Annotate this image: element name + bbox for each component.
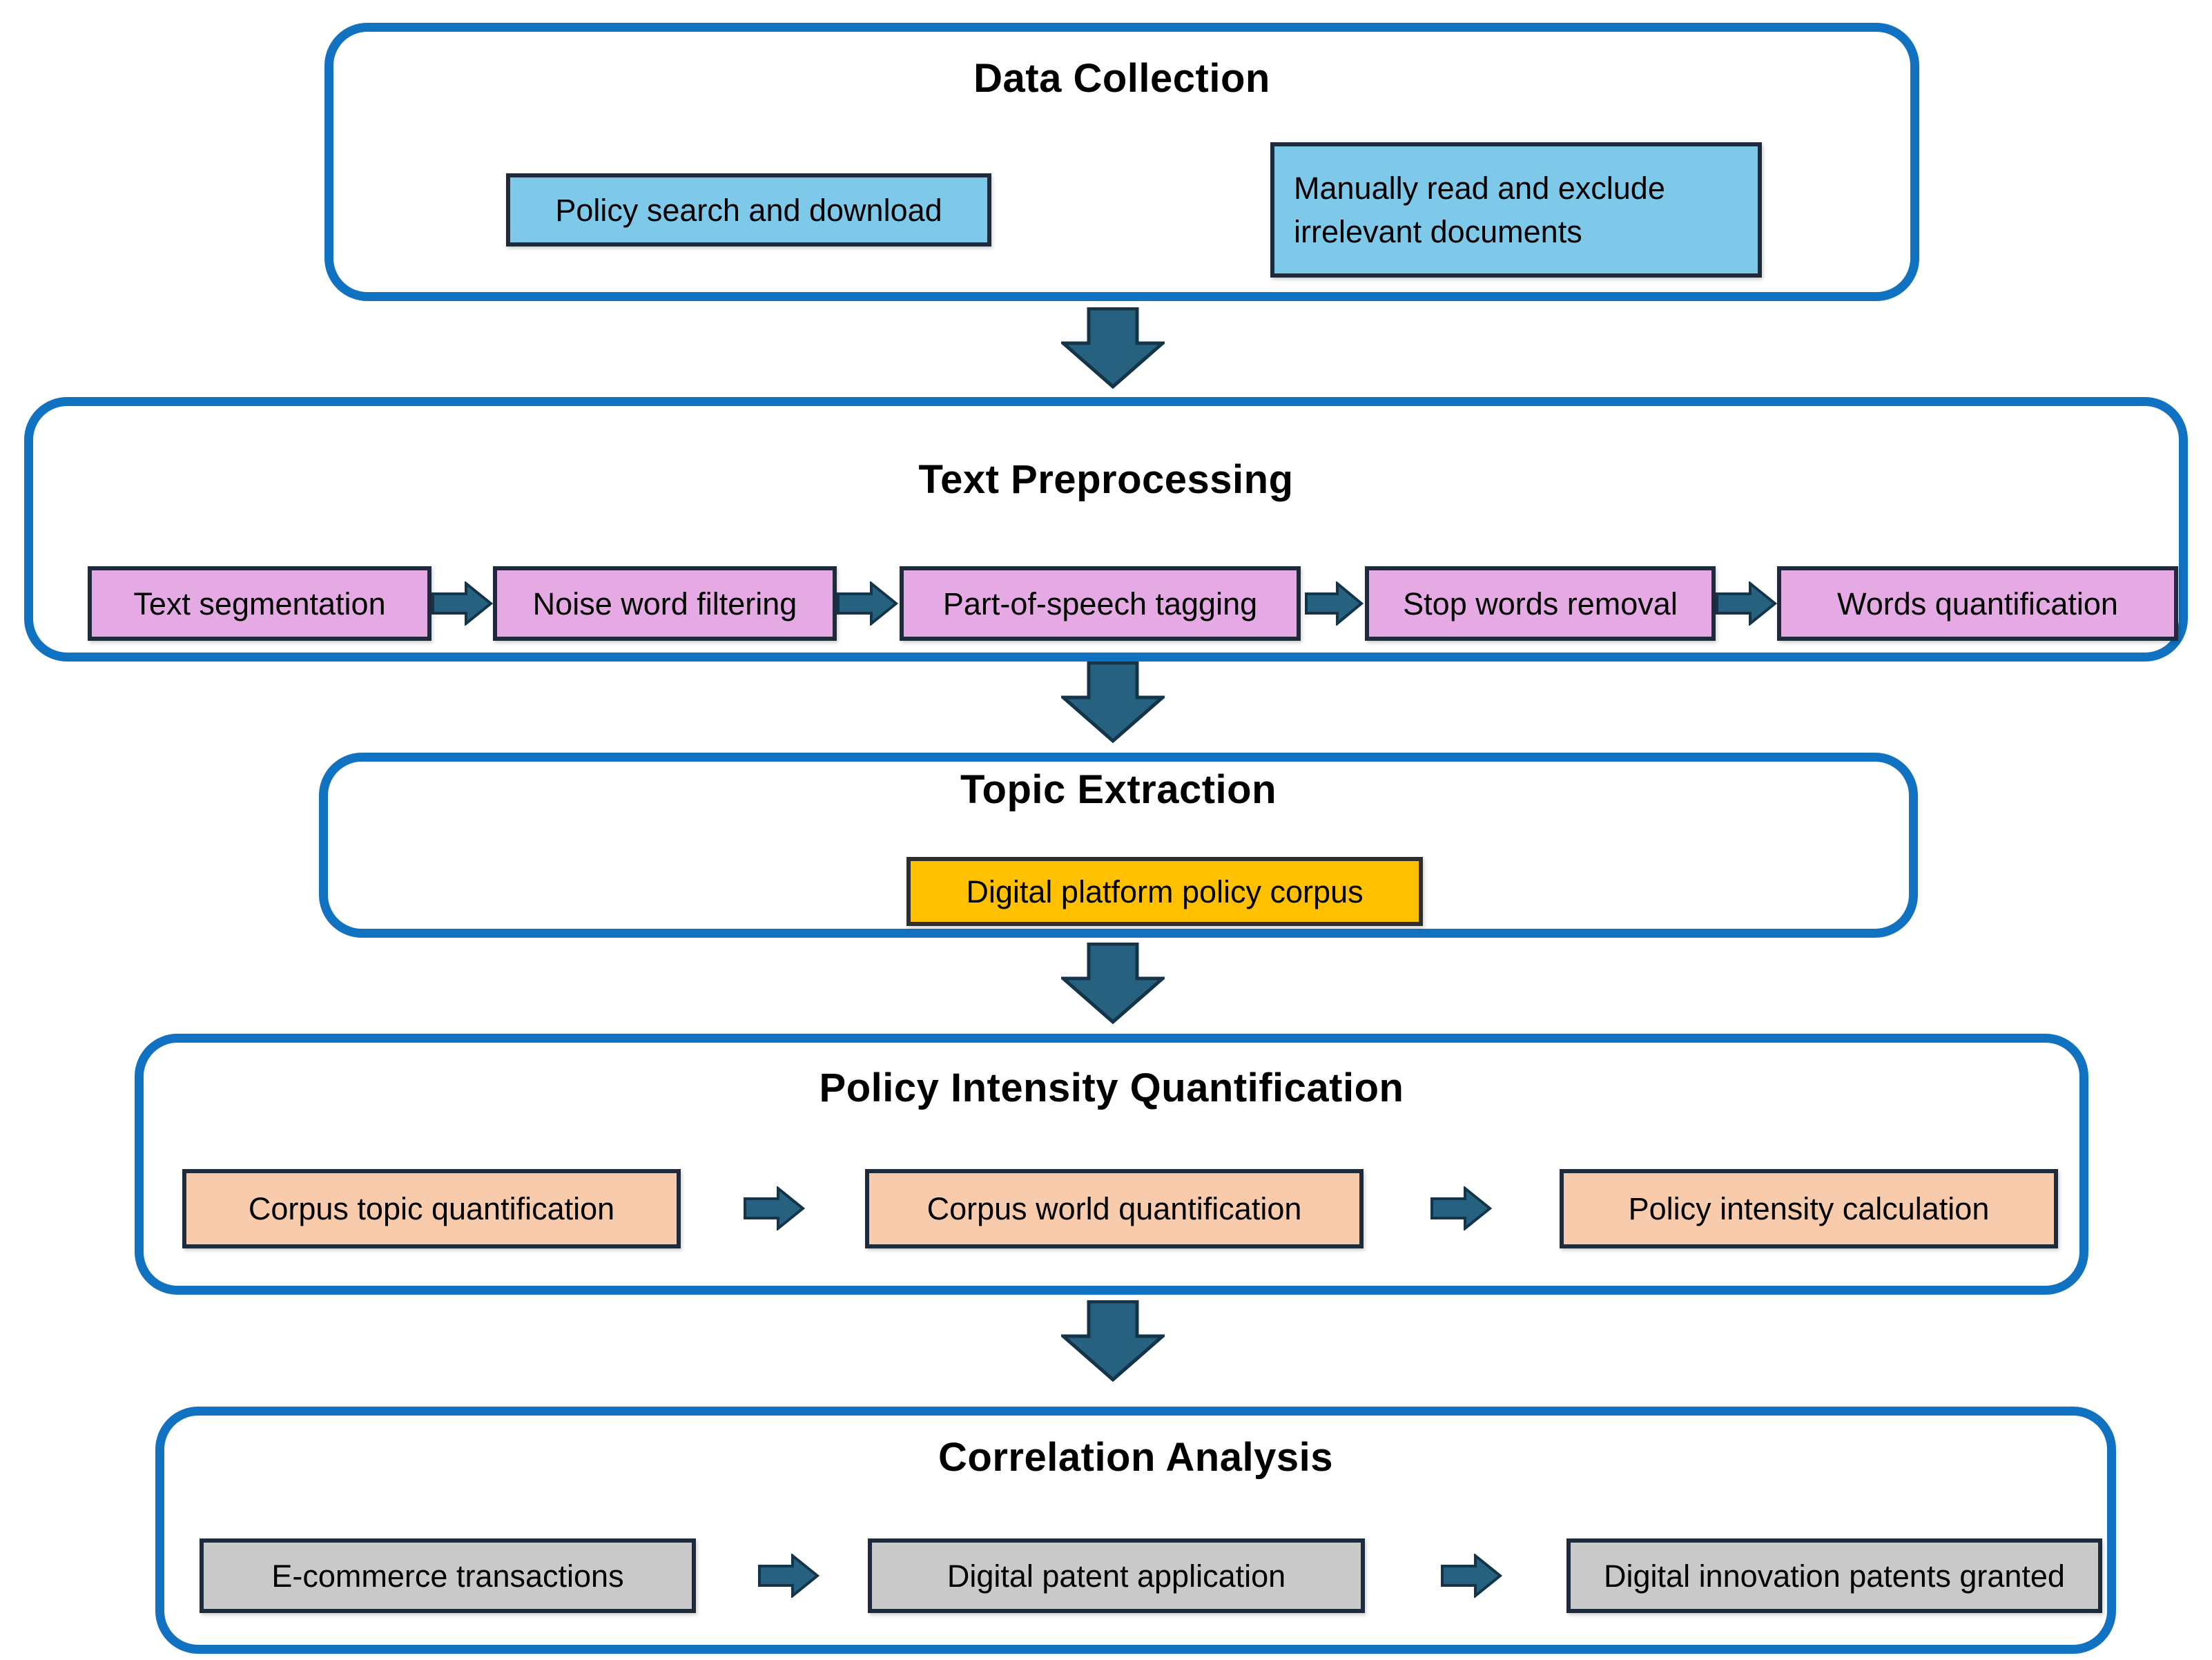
section-text-preprocessing: Text Preprocessing Text segmentation Noi… xyxy=(24,397,2188,662)
box-label: Corpus topic quantification xyxy=(248,1191,615,1226)
box-corpus-world-quantification: Corpus world quantification xyxy=(865,1169,1364,1248)
box-digital-patent-application: Digital patent application xyxy=(868,1538,1365,1613)
down-arrow-icon xyxy=(1061,943,1165,1024)
box-text-segmentation: Text segmentation xyxy=(88,566,431,641)
box-label: Manually read and exclude irrelevant doc… xyxy=(1294,171,1665,249)
box-label: Part-of-speech tagging xyxy=(942,586,1258,621)
box-label: Text segmentation xyxy=(133,586,386,621)
section-title: Policy Intensity Quantification xyxy=(819,1065,1404,1110)
box-label: E-commerce transactions xyxy=(271,1558,624,1594)
right-arrow-icon xyxy=(431,581,493,626)
right-arrow-icon xyxy=(744,1186,805,1230)
section-correlation-analysis: Correlation Analysis E-commerce transact… xyxy=(155,1407,2116,1654)
box-digital-platform-policy-corpus: Digital platform policy corpus xyxy=(906,857,1423,926)
box-label: Stop words removal xyxy=(1403,586,1678,621)
right-arrow-icon xyxy=(1441,1554,1502,1598)
section-policy-intensity-quantification: Policy Intensity Quantification Corpus t… xyxy=(135,1034,2088,1295)
box-ecommerce-transactions: E-commerce transactions xyxy=(200,1538,696,1613)
down-arrow-icon xyxy=(1061,307,1165,389)
section-title: Text Preprocessing xyxy=(918,457,1294,502)
section-title: Correlation Analysis xyxy=(938,1435,1333,1480)
box-label: Digital patent application xyxy=(947,1558,1286,1594)
right-arrow-icon xyxy=(1716,581,1777,626)
box-label: Digital platform policy corpus xyxy=(966,874,1364,909)
right-arrow-icon xyxy=(837,581,898,626)
box-label: Corpus world quantification xyxy=(926,1191,1302,1226)
box-part-of-speech-tagging: Part-of-speech tagging xyxy=(900,566,1301,641)
right-arrow-icon xyxy=(1430,1186,1492,1230)
box-label: Noise word filtering xyxy=(532,586,797,621)
box-corpus-topic-quantification: Corpus topic quantification xyxy=(182,1169,681,1248)
box-policy-search-download: Policy search and download xyxy=(506,173,991,247)
box-label: Digital innovation patents granted xyxy=(1604,1558,2065,1594)
right-arrow-icon xyxy=(758,1554,819,1598)
box-manually-read-exclude: Manually read and exclude irrelevant doc… xyxy=(1270,142,1762,278)
section-topic-extraction: Topic Extraction Digital platform policy… xyxy=(319,753,1918,938)
section-data-collection: Data Collection Policy search and downlo… xyxy=(324,23,1919,301)
box-stop-words-removal: Stop words removal xyxy=(1365,566,1716,641)
box-policy-intensity-calculation: Policy intensity calculation xyxy=(1560,1169,2058,1248)
box-words-quantification: Words quantification xyxy=(1777,566,2178,641)
box-digital-innovation-patents-granted: Digital innovation patents granted xyxy=(1566,1538,2102,1613)
box-label: Words quantification xyxy=(1837,586,2118,621)
box-noise-word-filtering: Noise word filtering xyxy=(493,566,837,641)
section-title: Data Collection xyxy=(973,56,1270,101)
down-arrow-icon xyxy=(1061,1300,1165,1382)
box-label: Policy search and download xyxy=(555,192,942,228)
section-title: Topic Extraction xyxy=(960,767,1277,812)
box-label: Policy intensity calculation xyxy=(1628,1191,1990,1226)
down-arrow-icon xyxy=(1061,662,1165,743)
right-arrow-icon xyxy=(1305,581,1364,626)
